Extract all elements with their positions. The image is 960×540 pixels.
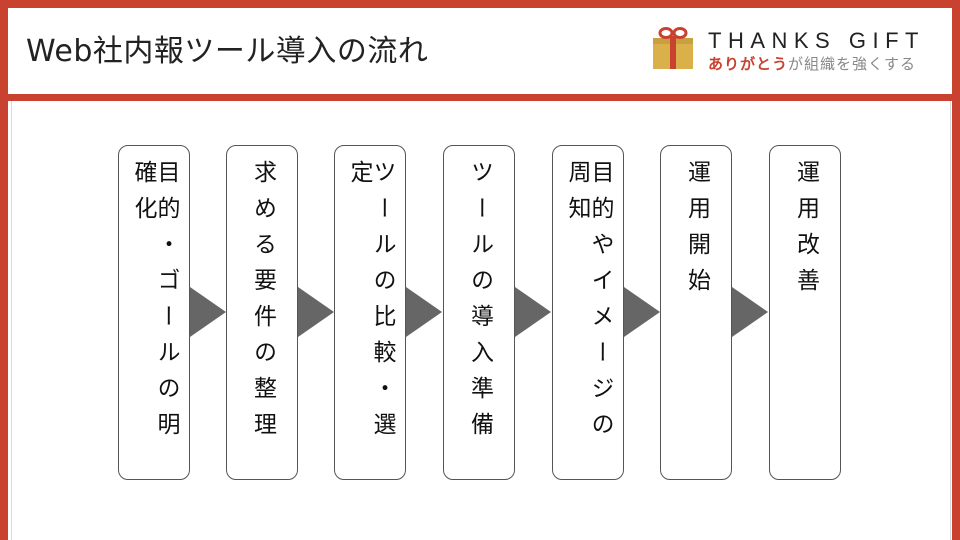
step-box-7: 運用改善 [769,145,841,480]
header-divider [0,94,960,101]
step-box-1: 目的・ゴールの明確化 [118,145,190,480]
arrow-right-icon [732,287,768,337]
step-label: 目的やイメージの周知 [564,160,613,448]
arrow-right-icon [515,287,551,337]
step-box-6: 運用開始 [660,145,732,480]
gift-icon [653,27,693,69]
arrow-right-icon [190,287,226,337]
step-label: 運用改善 [792,160,819,304]
tagline-accent: ありがとう [708,55,789,73]
arrow-right-icon [406,287,442,337]
logo-brand: THANKS GIFT [708,28,925,53]
page-title: Web社内報ツール導入の流れ [26,34,429,69]
step-box-5: 目的やイメージの周知 [552,145,624,480]
arrow-right-icon [624,287,660,337]
logo-tagline: ありがとうが組織を強くする [708,53,916,74]
header [8,8,952,94]
step-label: 目的・ゴールの明確化 [130,160,179,448]
step-box-3: ツールの比較・選定 [334,145,406,480]
step-label: ツールの導入準備 [466,160,493,448]
step-label: 運用開始 [683,160,710,304]
arrow-right-icon [298,287,334,337]
step-box-4: ツールの導入準備 [443,145,515,480]
content-area [11,101,951,540]
thanks-gift-logo: THANKS GIFT ありがとうが組織を強くする [650,24,945,74]
step-label: 求める要件の整理 [249,160,276,448]
tagline-rest: が組織を強くする [788,55,917,73]
step-label: ツールの比較・選定 [346,160,395,448]
step-box-2: 求める要件の整理 [226,145,298,480]
